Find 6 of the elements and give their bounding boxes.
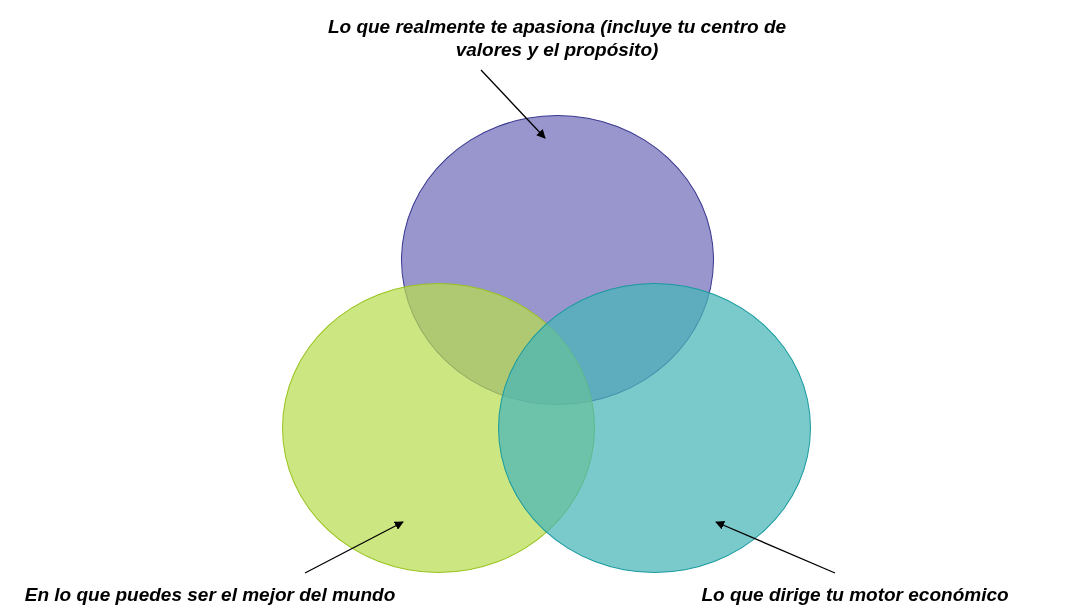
callout-text: Lo que realmente te apasiona (incluye tu centro de valores y el propósito): [300, 15, 814, 61]
leader-arrow: [480, 69, 546, 139]
leader-arrow: [304, 521, 404, 574]
callout-text: En lo que puedes ser el mejor del mundo: [5, 583, 415, 606]
leader-arrow: [715, 521, 836, 574]
callout-text: Lo que dirige tu motor económico: [622, 583, 1088, 606]
